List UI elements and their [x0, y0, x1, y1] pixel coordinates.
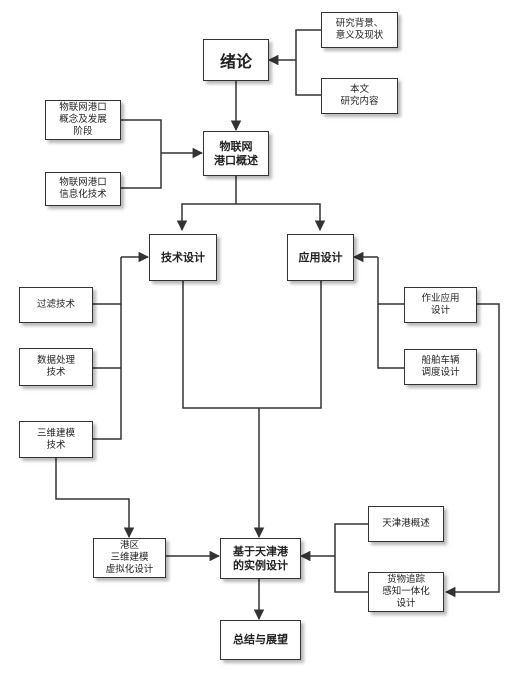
node-introduction: 绪论: [203, 39, 269, 81]
node-tianjin-case-design: 基于天津港 的实例设计: [220, 538, 301, 579]
node-iot-port-info-tech: 物联网港口 信息化技术: [45, 172, 121, 206]
node-filter-tech: 过滤技术: [19, 287, 93, 323]
node-research-content: 本文 研究内容: [321, 78, 398, 114]
connector-app-items: [377, 257, 404, 305]
node-tianjin-port-overview: 天津港概述: [368, 506, 444, 542]
arrow-jobapp-to-cargo: [444, 303, 500, 598]
arrow-modeling-to-port3d: [55, 458, 135, 539]
connector-designs-merge: [182, 281, 322, 409]
node-conclusion: 总结与展望: [220, 620, 301, 660]
arrow-overview-to-tech: [176, 203, 236, 232]
node-iot-port-overview: 物联网 港口概述: [203, 131, 269, 176]
node-research-background: 研究背景、 意义及现状: [321, 12, 398, 48]
node-vessel-dispatch-design: 船舶车辆 调度设计: [404, 349, 477, 385]
node-app-design: 应用设计: [287, 234, 354, 281]
arrow-overview-to-app: [236, 203, 326, 232]
node-iot-port-concept: 物联网港口 概念及发展 阶段: [45, 100, 121, 140]
node-cargo-tracking-design: 货物追踪 感知一体化 设计: [368, 572, 444, 612]
connector-modeling: [93, 304, 122, 440]
node-tech-design: 技术设计: [149, 234, 217, 281]
connector-vessel: [377, 304, 404, 369]
connector-tech-items: [93, 257, 122, 305]
connector-research-to-intro: [295, 29, 321, 96]
connector-iot-to-overview: [121, 119, 162, 189]
node-data-processing-tech: 数据处理 技术: [19, 348, 93, 386]
node-3d-modeling-tech: 三维建模 技术: [19, 421, 93, 458]
node-port-3d-virtual-design: 港区 三维建模 虚拟化设计: [93, 538, 166, 578]
connector-tianjin-to-case: [334, 523, 368, 593]
node-job-application-design: 作业应用 设计: [404, 287, 477, 323]
